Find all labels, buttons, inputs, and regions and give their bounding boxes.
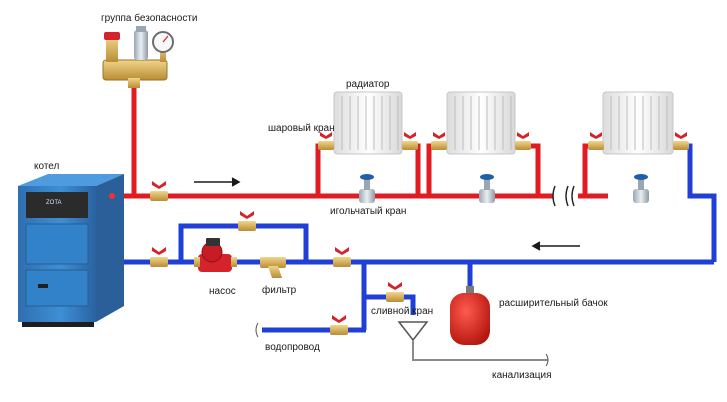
radiator-3-return	[673, 143, 717, 262]
safety-group-manifold	[102, 59, 168, 81]
expansion-tank-neck	[466, 286, 474, 294]
ball-valve-radiator-3-in	[588, 132, 604, 150]
label-expansion-tank: расширительный бачок	[499, 298, 608, 309]
boiler-thermometer	[109, 193, 115, 199]
needle-valve-1	[359, 174, 375, 203]
boiler: ZOTA	[18, 174, 124, 327]
safety-valve-cap	[104, 32, 120, 40]
expansion-tank-body	[450, 293, 490, 345]
ball-valve-radiator-1-in	[318, 132, 334, 150]
needle-valve-2	[479, 174, 495, 203]
label-sewer: канализация	[492, 370, 552, 381]
boiler-base	[22, 322, 94, 327]
label-needle-valve: игольчатый кран	[330, 206, 407, 217]
needle-valves	[359, 174, 649, 203]
radiator-3-body	[602, 91, 674, 155]
drain-funnel	[397, 321, 549, 367]
ball-valve-water-supply	[330, 315, 348, 335]
radiator-2-sections	[454, 96, 512, 150]
sewer-line	[412, 340, 548, 361]
needle-valve-3	[633, 174, 649, 203]
label-boiler: котел	[34, 161, 60, 172]
ball-valve-drain	[386, 282, 404, 302]
radiator-2-return	[515, 143, 541, 196]
pump-flange-left	[194, 257, 200, 267]
ball-valve-boiler-supply	[150, 181, 168, 201]
boiler-top	[18, 174, 124, 186]
radiator-3	[602, 91, 674, 155]
ball-valve-return-main	[333, 247, 351, 267]
label-water-supply: водопровод	[265, 342, 320, 353]
label-radiator: радиатор	[346, 79, 390, 90]
water-supply-break-icon	[255, 322, 259, 338]
boiler-door-upper	[25, 223, 89, 265]
gauge-stem	[160, 46, 166, 62]
safety-valve-body	[106, 36, 118, 62]
strainer-filter	[260, 257, 286, 278]
safety-group	[102, 26, 174, 88]
ball-valve-boiler-return	[150, 247, 168, 267]
pipe-break-icon	[552, 185, 575, 207]
label-drain-valve: сливной кран	[371, 306, 434, 317]
circulation-pump	[194, 238, 237, 272]
pressure-gauge-needle	[162, 35, 169, 43]
radiator-1	[333, 91, 403, 155]
ball-valves	[150, 132, 689, 335]
radiator-2-body	[446, 91, 516, 155]
filter-body	[260, 257, 286, 268]
sewer-end-break	[545, 353, 549, 367]
pump-flange-right	[231, 257, 237, 267]
arrow-left-icon	[531, 241, 580, 251]
air-vent-cap	[136, 26, 146, 32]
label-ball-valve: шаровый кран	[268, 123, 335, 134]
radiator-3-loop	[582, 143, 602, 196]
air-vent-body	[134, 30, 148, 60]
radiator-1-sections	[341, 96, 399, 150]
ball-valve-radiator-2-in	[431, 132, 447, 150]
ball-valve-radiator-3-out	[673, 132, 689, 150]
radiator-1-loop	[315, 143, 333, 196]
ball-valve-radiator-2-out	[515, 132, 531, 150]
label-safety-group: группа безопасности	[101, 13, 198, 24]
boiler-handle	[38, 284, 48, 288]
safety-group-outlet	[128, 78, 140, 88]
radiator-2	[446, 91, 516, 155]
radiator-1-return	[402, 143, 421, 196]
boiler-control-panel	[26, 192, 88, 218]
radiator-2-loop	[426, 143, 446, 196]
label-pump: насос	[209, 286, 236, 297]
pump-terminal-box	[206, 238, 220, 246]
boiler-side	[96, 174, 124, 322]
filter-leg	[268, 266, 282, 278]
boiler-brand: ZOTA	[46, 200, 62, 206]
radiator-1-body	[333, 91, 403, 155]
radiator-3-sections	[610, 96, 668, 150]
label-filter: фильтр	[262, 285, 297, 296]
expansion-tank	[450, 286, 490, 345]
ball-valve-bypass	[238, 211, 256, 231]
ball-valve-radiator-1-out	[402, 132, 418, 150]
arrow-right-icon	[194, 177, 241, 187]
boiler-door-lower	[25, 269, 89, 307]
drain-valve-branch	[364, 294, 416, 315]
funnel-cone	[397, 321, 429, 342]
